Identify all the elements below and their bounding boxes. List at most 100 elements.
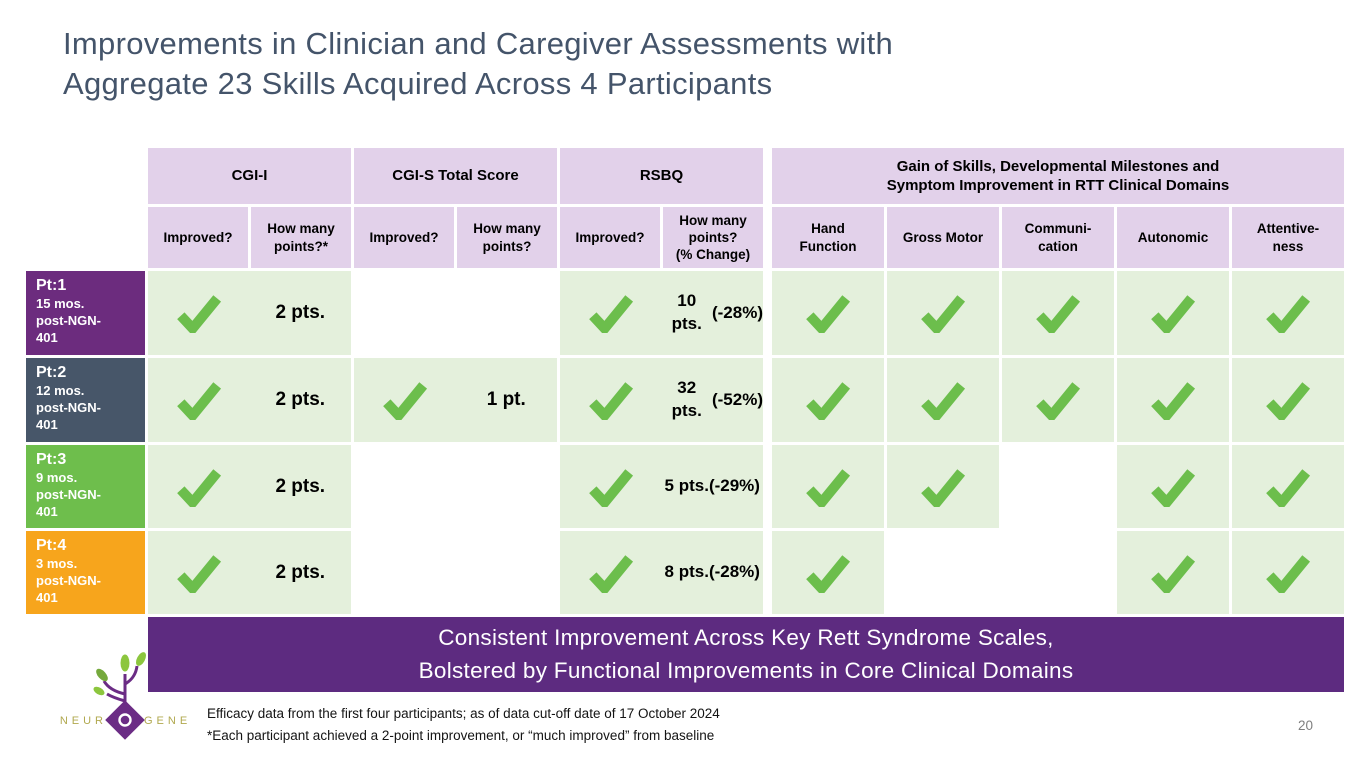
row-label-pt4: Pt:4 3 mos. post-NGN- 401 <box>26 531 145 614</box>
cell-pt4-cgi-s <box>354 531 557 614</box>
check-icon <box>1149 553 1197 593</box>
row-label-pt1: Pt:1 15 mos. post-NGN- 401 <box>26 271 145 355</box>
logo-leaf <box>93 686 105 696</box>
cell-pt3-rsbq: 5 pts.(-29%) <box>560 445 763 528</box>
cell-pt2-attentiveness <box>1232 358 1344 442</box>
cell-value: 2 pts. <box>275 475 326 497</box>
patient-id: Pt:1 <box>36 277 67 294</box>
cell-pt1-cgi-i: 2 pts. <box>148 271 351 355</box>
cell-value: 2 pts. <box>275 389 326 410</box>
cell-pt2-autonomic <box>1117 358 1229 442</box>
header-group-domains: Gain of Skills, Developmental Milestones… <box>772 148 1344 204</box>
cell-pt2-hand-function <box>772 358 884 442</box>
cell-pt2-cgi-i: 2 pts. <box>148 358 351 442</box>
subheader-cgi-i-improved: Improved? <box>148 207 248 268</box>
cell-pt2-rsbq: 32 pts.(-52%) <box>560 358 763 442</box>
rsbq-points: 8 pts. <box>664 562 709 582</box>
logo-word-right: GENE <box>144 715 191 727</box>
cell-pt1-gross-motor <box>887 271 999 355</box>
logo-word-left: NEUR <box>60 715 107 727</box>
rsbq-points: 5 pts. <box>664 476 709 496</box>
cell-pt2-cgi-s: 1 pt. <box>354 358 557 442</box>
check-icon <box>560 467 662 507</box>
check-icon <box>1034 380 1082 420</box>
check-icon <box>1264 467 1312 507</box>
check-icon <box>1149 380 1197 420</box>
check-icon <box>1264 380 1312 420</box>
logo-tree-trunk <box>102 665 139 708</box>
check-icon <box>148 553 250 593</box>
patient-duration: 9 mos. post-NGN- 401 <box>36 470 101 519</box>
cell-pt3-cgi-i: 2 pts. <box>148 445 351 528</box>
rsbq-points: 10 pts. <box>671 291 702 333</box>
check-icon <box>804 467 852 507</box>
check-icon <box>804 380 852 420</box>
cell-pt1-communication <box>1002 271 1114 355</box>
cell-pt3-gross-motor <box>887 445 999 528</box>
patient-id: Pt:4 <box>36 537 67 554</box>
check-icon <box>354 380 456 420</box>
rsbq-change: (-28%) <box>708 562 760 582</box>
subheader-communication: Communi- cation <box>1002 207 1114 268</box>
logo-leaf <box>96 668 108 682</box>
neurogene-logo: NEUR GENE <box>60 652 191 740</box>
footnote-line-2: *Each participant achieved a 2-point imp… <box>207 727 715 743</box>
cell-value: 5 pts.(-29%) <box>662 475 764 498</box>
cell-value: 10 pts. (-28%) <box>662 290 763 336</box>
cell-pt4-communication <box>1002 531 1114 614</box>
rsbq-change: (-52%) <box>711 389 763 409</box>
check-icon <box>1149 293 1197 333</box>
cell-pt1-cgi-s <box>354 271 557 355</box>
check-icon <box>919 293 967 333</box>
cell-pt2-gross-motor <box>887 358 999 442</box>
logo-ring <box>118 713 132 727</box>
check-icon <box>1149 467 1197 507</box>
cell-pt4-rsbq: 8 pts.(-28%) <box>560 531 763 614</box>
check-icon <box>560 553 662 593</box>
cell-pt1-autonomic <box>1117 271 1229 355</box>
cell-pt2-communication <box>1002 358 1114 442</box>
logo-leaf <box>120 654 130 672</box>
subheader-gross-motor: Gross Motor <box>887 207 999 268</box>
cell-pt4-autonomic <box>1117 531 1229 614</box>
summary-banner: Consistent Improvement Across Key Rett S… <box>148 617 1344 692</box>
subheader-autonomic: Autonomic <box>1117 207 1229 268</box>
check-icon <box>804 553 852 593</box>
cell-pt3-attentiveness <box>1232 445 1344 528</box>
check-icon <box>148 380 250 420</box>
header-group-cgi-i: CGI-I <box>148 148 351 204</box>
check-icon <box>148 293 250 333</box>
cell-value: 32 pts.(-52%) <box>662 377 763 423</box>
rsbq-change: (-29%) <box>708 476 760 496</box>
check-icon <box>1264 293 1312 333</box>
check-icon <box>1034 293 1082 333</box>
page-number: 20 <box>1298 718 1314 733</box>
logo-leaf <box>136 652 146 666</box>
cell-value: 8 pts.(-28%) <box>662 561 764 584</box>
subheader-attentiveness: Attentive- ness <box>1232 207 1344 268</box>
row-label-pt2: Pt:2 12 mos. post-NGN- 401 <box>26 358 145 442</box>
patient-duration: 3 mos. post-NGN- 401 <box>36 556 101 605</box>
row-label-pt3: Pt:3 9 mos. post-NGN- 401 <box>26 445 145 528</box>
subheader-hand-function: Hand Function <box>772 207 884 268</box>
logo-diamond <box>105 700 145 740</box>
cell-value: 2 pts. <box>275 302 326 323</box>
check-icon <box>1264 553 1312 593</box>
cell-value: 2 pts. <box>275 561 326 583</box>
cell-pt3-communication <box>1002 445 1114 528</box>
cell-pt1-hand-function <box>772 271 884 355</box>
check-icon <box>560 380 662 420</box>
subheader-rsbq-points: How many points? (% Change) <box>663 207 763 268</box>
subheader-cgi-i-points: How many points?* <box>251 207 351 268</box>
subheader-cgi-s-points: How many points? <box>457 207 557 268</box>
patient-id: Pt:2 <box>36 364 67 381</box>
check-icon <box>804 293 852 333</box>
rsbq-change: (-28%) <box>711 302 763 322</box>
check-icon <box>919 467 967 507</box>
check-icon <box>148 467 250 507</box>
patient-id: Pt:3 <box>36 451 67 468</box>
cell-pt4-hand-function <box>772 531 884 614</box>
header-group-rsbq: RSBQ <box>560 148 763 204</box>
subheader-rsbq-improved: Improved? <box>560 207 660 268</box>
subheader-cgi-s-improved: Improved? <box>354 207 454 268</box>
